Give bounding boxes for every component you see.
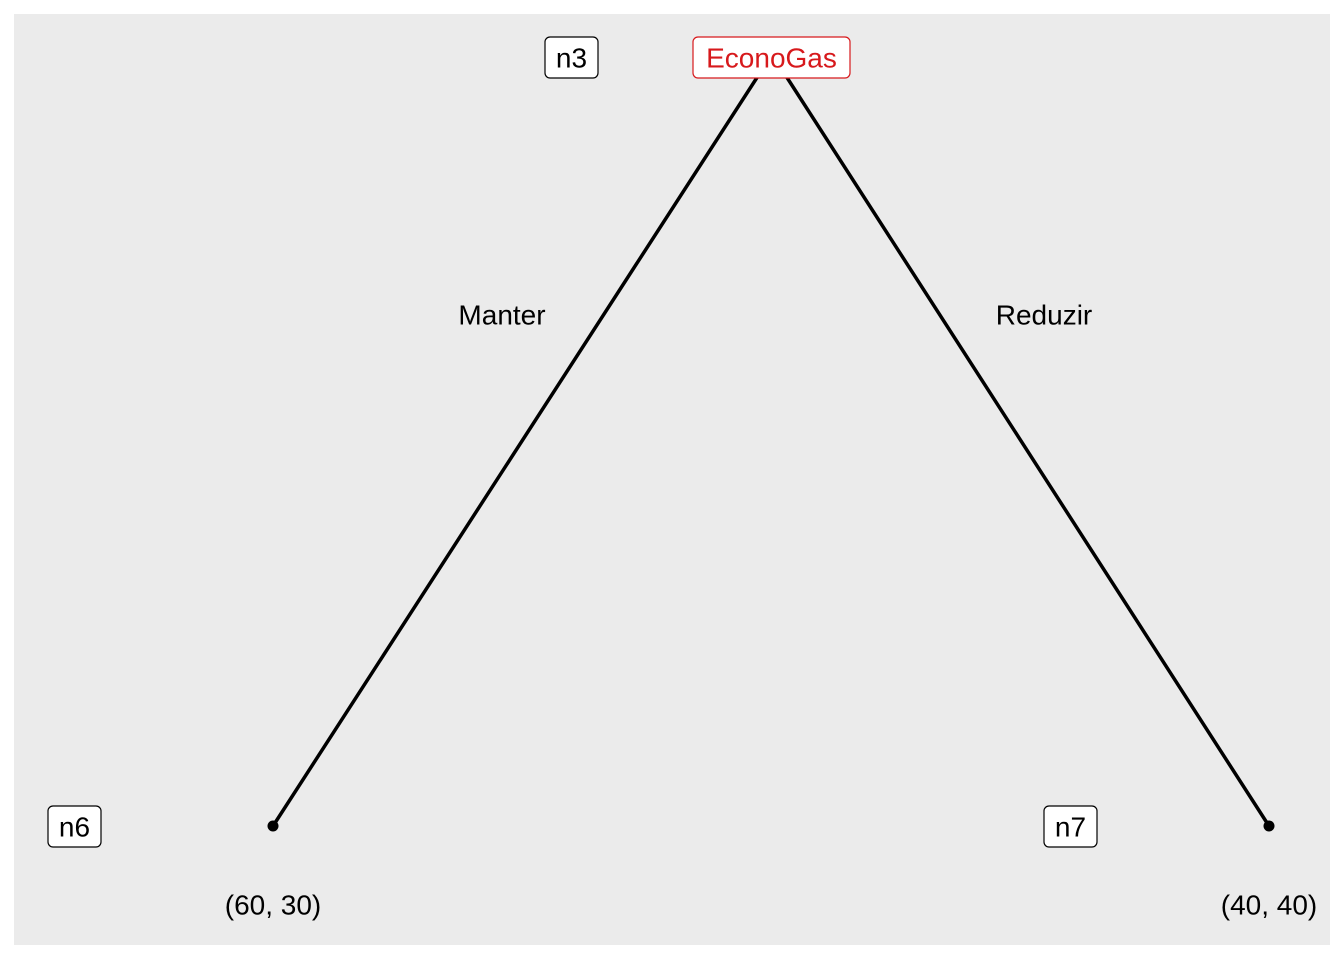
node-id-n3: n3 xyxy=(556,43,587,74)
player-label-econogas: EconoGas xyxy=(692,36,851,79)
node-id-n7: n7 xyxy=(1055,812,1086,843)
node-id-label-n7: n7 xyxy=(1043,805,1098,848)
terminal-point-n6 xyxy=(267,820,279,832)
player-name: EconoGas xyxy=(706,43,837,74)
panel-background xyxy=(14,14,1330,945)
edge-manter xyxy=(271,74,760,828)
branch-label-reduzir: Reduzir xyxy=(996,300,1092,331)
edge-reduzir xyxy=(784,74,1271,828)
terminal-point-n7 xyxy=(1263,820,1275,832)
payoff-n6: (60, 30) xyxy=(225,890,322,921)
node-id-n6: n6 xyxy=(59,812,90,843)
payoff-n7: (40, 40) xyxy=(1221,890,1318,921)
node-id-label-n3: n3 xyxy=(544,36,599,79)
node-id-label-n6: n6 xyxy=(47,805,102,848)
branch-label-manter: Manter xyxy=(458,300,545,331)
